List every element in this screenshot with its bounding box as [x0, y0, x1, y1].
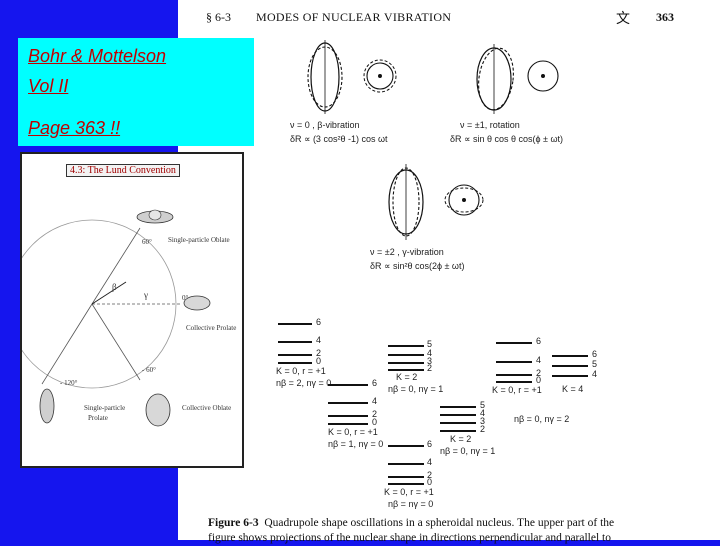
note-line-1: Bohr & Mottelson: [28, 46, 167, 66]
rotation-side-view: [476, 44, 514, 114]
band4-quantum-n: nβ = 0, nγ = 1: [440, 446, 496, 456]
caption-label: Figure 6-3: [208, 517, 259, 529]
note-line-2: Vol II: [28, 76, 69, 96]
stamp-glyph: 文: [616, 12, 630, 27]
band67-quantum-n: nβ = 0, nγ = 2: [514, 414, 570, 424]
rotation-mode-formula: δR ∝ sin θ cos θ cos(ϕ ± ωt): [450, 134, 563, 144]
label-angle-minus-120: - 120°: [60, 379, 78, 387]
textbook-page: § 6-3 MODES OF NUCLEAR VIBRATION 文 363: [178, 0, 720, 544]
beta-mode-formula: δR ∝ (3 cos²θ -1) cos ωt: [290, 134, 388, 144]
caption-line-1: Quadrupole shape oscillations in a spher…: [264, 517, 615, 529]
label-collective-oblate: Collective Oblate: [182, 404, 232, 412]
label-beta: β: [112, 282, 117, 292]
label-gamma: γ: [144, 290, 148, 300]
page-header-title: MODES OF NUCLEAR VIBRATION: [256, 10, 452, 24]
beta-mode-label: ν = 0 , β-vibration: [290, 120, 360, 130]
figure-caption: Figure 6-3 Quadrupole shape oscillations…: [208, 516, 614, 546]
caption-line-2: figure shows projections of the nuclear …: [208, 532, 611, 544]
beta-vibration-top-view: [363, 59, 397, 93]
band4-quantum-k: K = 2: [450, 434, 472, 444]
note-line-3: Page 363 !!: [28, 118, 121, 138]
gamma-vibration-side-view: [388, 164, 424, 240]
shape-projections: [307, 40, 559, 240]
lund-convention-inset: 4.3: The Lund Convention Single-particle…: [20, 152, 244, 468]
label-angle-0: 0°: [182, 294, 189, 302]
label-single-particle-oblate: Single-particle Oblate: [168, 236, 230, 244]
band3-quantum-k: K = 0, r = +1: [328, 427, 378, 437]
section-number: § 6-3: [206, 10, 231, 24]
inset-title: 4.3: The Lund Convention: [66, 164, 180, 177]
gamma-vibration-top-view: [444, 184, 484, 216]
band1-quantum-n: nβ = 2, nγ = 0: [276, 378, 332, 388]
band2-quantum-k: K = 2: [396, 372, 418, 382]
band3-quantum-n: nβ = 1, nγ = 0: [328, 439, 384, 449]
label-collective-prolate: Collective Prolate: [186, 324, 237, 332]
gamma-mode-formula: δR ∝ sin²θ cos(2ϕ ± ωt): [370, 261, 465, 271]
rotation-top-view: [527, 60, 559, 92]
label-angle-minus-60: - 60°: [142, 366, 156, 374]
band6-quantum-k: K = 0, r = +1: [492, 385, 542, 395]
page-number: 363: [656, 10, 674, 24]
rotation-mode-label: ν = ±1, rotation: [460, 120, 520, 130]
band7-quantum-k: K = 4: [562, 384, 584, 394]
label-prolate: Prolate: [88, 414, 108, 422]
lund-diagram: [22, 209, 211, 427]
gamma-mode-label: ν = ±2 , γ-vibration: [370, 247, 444, 257]
band5-quantum-k: K = 0, r = +1: [384, 487, 434, 497]
label-single-particle: Single-particle: [84, 404, 126, 412]
label-angle-60: 60°: [142, 238, 152, 246]
band1-quantum-k: K = 0, r = +1: [276, 366, 326, 376]
beta-vibration-side-view: [307, 40, 343, 114]
annotation-note: Bohr & Mottelson Vol II Page 363 !!: [18, 38, 254, 146]
band2-quantum-n: nβ = 0, nγ = 1: [388, 384, 444, 394]
band5-quantum-n: nβ = nγ = 0: [388, 499, 434, 509]
